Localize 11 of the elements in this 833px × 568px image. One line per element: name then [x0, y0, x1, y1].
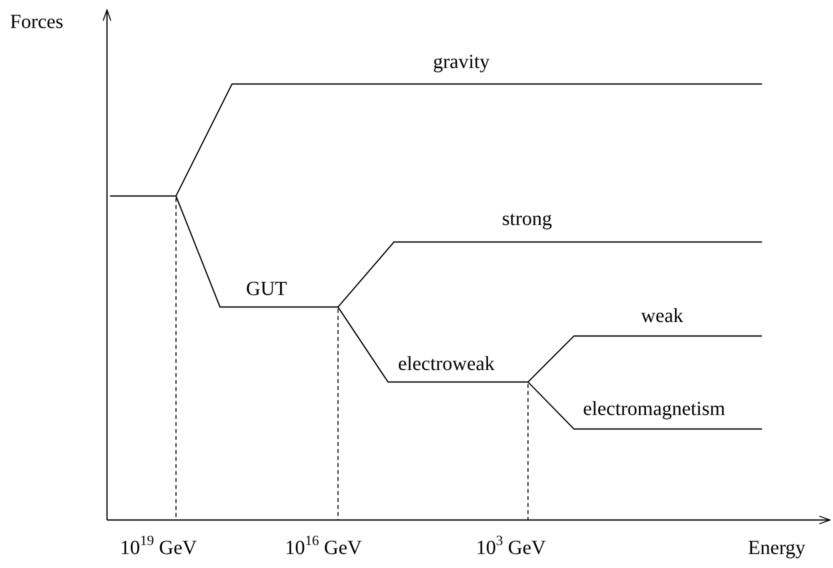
axis-label: Energy [748, 538, 806, 558]
line-label: GUT [246, 279, 288, 299]
tick-label: 10$^{3}$ GeV [476, 538, 546, 558]
axis-label: Forces [10, 12, 64, 32]
line-label: weak [641, 306, 684, 326]
line-label: strong [502, 209, 552, 229]
line-label: electroweak [398, 354, 495, 374]
tick-label: 10$^{19}$ GeV [120, 538, 197, 558]
line-label: electromagnetism [583, 399, 726, 419]
line-label: gravity [433, 52, 490, 72]
tick-label: 10$^{16}$ GeV [285, 538, 362, 558]
